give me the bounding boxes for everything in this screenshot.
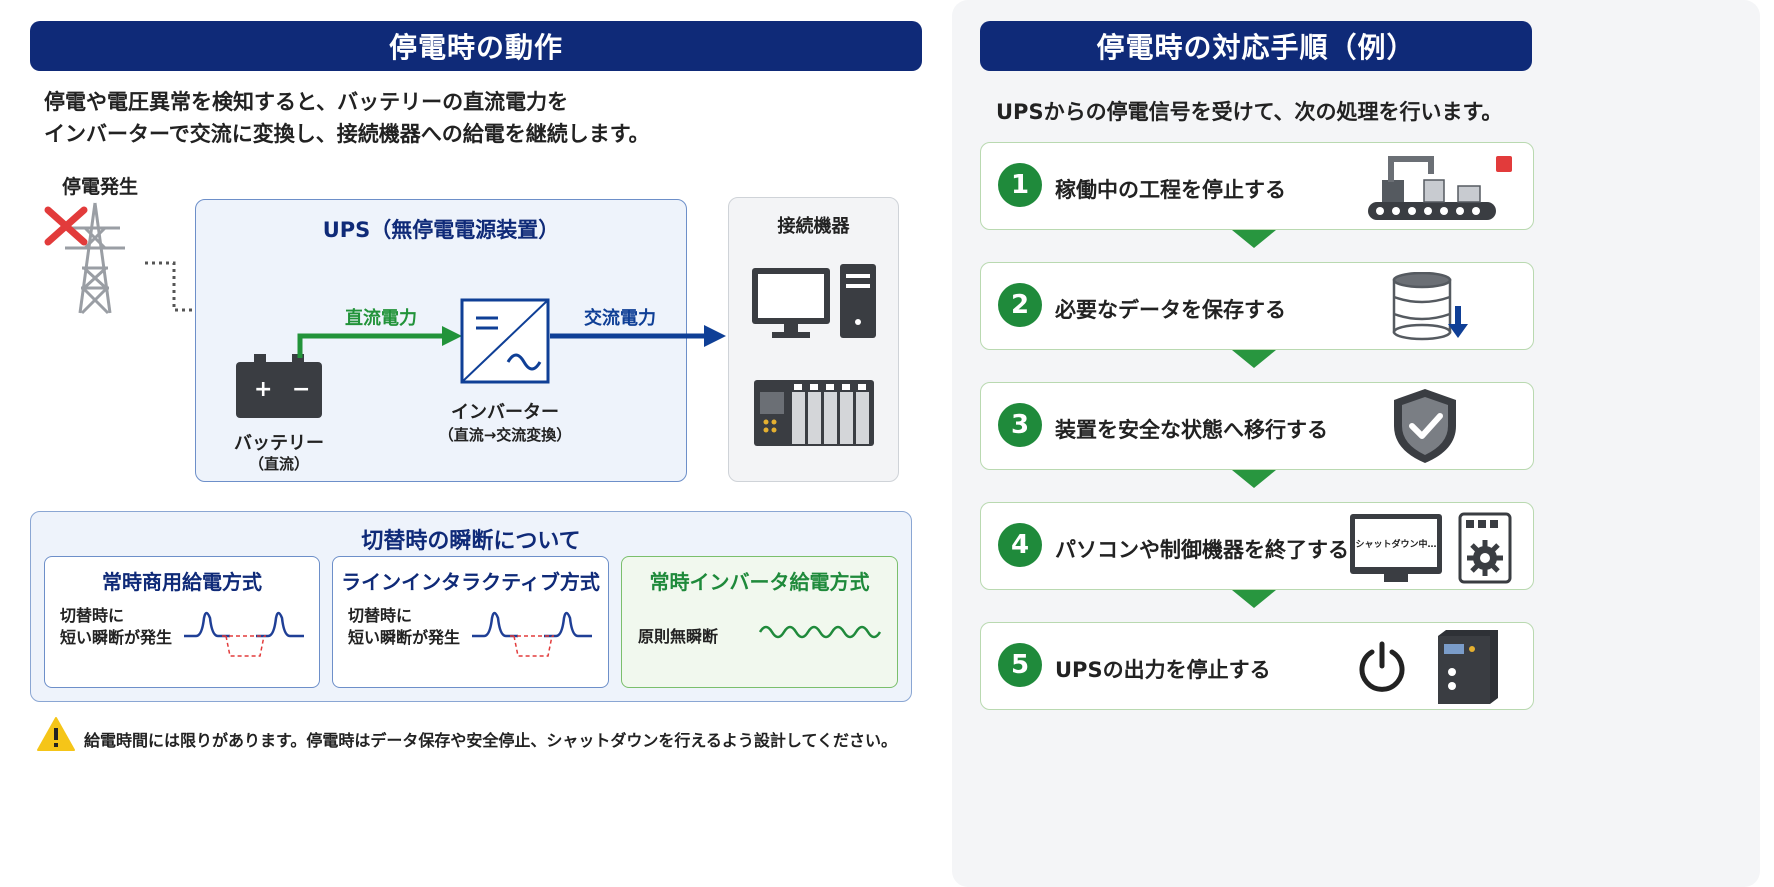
battery-icon: + − [236,354,322,418]
equipment-label: 接続機器 [777,216,850,237]
step-arrow [1232,350,1276,368]
outage-label: 停電発生 [62,176,139,198]
method-title: 常時商用給電方式 [102,570,262,594]
step-arrow [1232,590,1276,608]
method-card-online [621,556,898,688]
battery-label: バッテリー [234,433,324,454]
step-arrow [1232,230,1276,248]
svg-text:+: + [254,377,272,402]
inverter-label: インバーター [451,402,559,423]
step-arrow [1232,470,1276,488]
ac-power-label: 交流電力 [584,308,656,329]
left-title: 停電時の動作 [388,31,563,64]
left-title-banner: 停電時の動作 [30,21,922,71]
ups-title: UPS（無停電電源装置） [322,218,560,242]
database-save-icon [1392,272,1468,341]
method-line-1: 切替時に [348,606,413,625]
step-number: 2 [998,283,1042,327]
method-title: 常時インバータ給電方式 [649,570,870,594]
ac-arrow [550,325,726,347]
power-tower-icon [65,202,125,315]
dc-power-label: 直流電力 [345,308,417,329]
waveform-interruption [472,611,592,657]
dc-arrow [297,326,462,358]
plc-icon [754,380,874,446]
ups-box [195,199,687,482]
step-label: 必要なデータを保存する [1055,298,1286,322]
warning-icon [37,717,75,751]
controller-gear-icon [1458,512,1512,584]
step-number: 5 [998,643,1042,687]
shield-check-icon [1394,389,1456,463]
method-line-2: 短い瞬断が発生 [348,628,461,647]
waveform-interruption [184,611,304,657]
step-number: 1 [998,163,1042,207]
red-x-icon [44,206,88,246]
description-line-2: インバーターで交流に変換し、接続機器への給電を継続します。 [44,122,650,146]
step-number: 3 [998,403,1042,447]
pc-icon [752,264,876,338]
battery-sub: （直流） [248,455,309,473]
switching-title: 切替時の瞬断について [361,529,581,554]
step-label: 稼働中の工程を停止する [1055,178,1286,202]
inverter-sub: （直流→交流変換） [438,426,572,444]
svg-text:−: − [292,377,310,402]
step-label: 装置を安全な状態へ移行する [1055,418,1328,442]
method-line-1: 切替時に [60,606,125,625]
right-intro: UPSからの停電信号を受けて、次の処理を行います。 [996,100,1503,124]
monitor-stand [1384,574,1408,582]
right-title: 停電時の対応手順（例） [1096,31,1416,64]
step-label: パソコンや制御機器を終了する [1055,538,1349,562]
power-icon [1359,641,1405,692]
method-title: ラインインタラクティブ方式 [341,570,600,594]
inverter-icon [460,298,550,384]
description-line-1: 停電や電圧異常を検知すると、バッテリーの直流電力を [44,90,569,114]
warning-text: 給電時間には限りがあります。停電時はデータ保存や安全停止、シャットダウンを行える… [84,731,897,750]
shutdown-screen-text: シャットダウン中… [1355,519,1437,567]
method-line-1: 原則無瞬断 [638,627,719,646]
step-label: UPSの出力を停止する [1055,658,1271,682]
method-line-2: 短い瞬断が発生 [60,628,173,647]
method-card-standby [44,556,320,688]
production-line-icon [1368,156,1512,220]
step-number: 4 [998,523,1042,567]
waveform-continuous [758,625,882,639]
right-title-banner: 停電時の対応手順（例） [980,21,1532,71]
ups-device-icon [1438,630,1498,704]
monitor-shutdown-icon: シャットダウン中… [1350,514,1442,574]
